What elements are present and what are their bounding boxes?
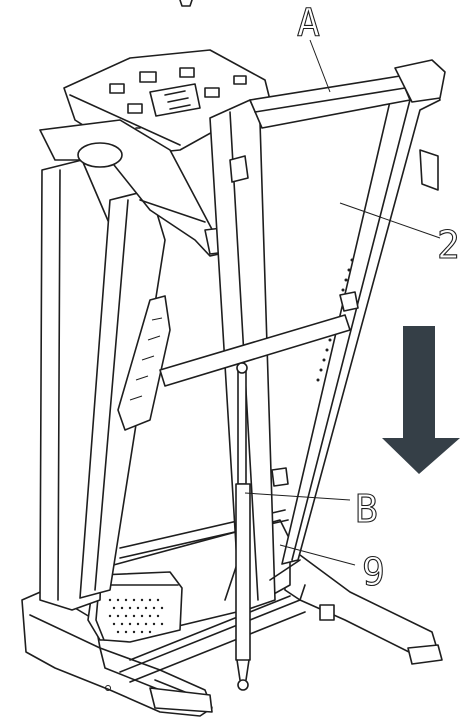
callout-9-label: 9 bbox=[362, 550, 385, 594]
callout-2-label: 2 bbox=[437, 223, 460, 267]
handrail-grip-left bbox=[117, 295, 171, 431]
callout-b-label: B bbox=[355, 487, 378, 531]
motor-vent-grill bbox=[108, 598, 164, 634]
top-fragment bbox=[179, 0, 193, 7]
arrow-down-icon bbox=[382, 326, 460, 474]
folded-deck bbox=[159, 59, 446, 613]
console-keypads bbox=[109, 67, 247, 114]
base-frame bbox=[21, 554, 443, 717]
callout-leaders bbox=[244, 39, 441, 566]
gas-strut bbox=[235, 362, 251, 691]
deck-rail-holes bbox=[316, 258, 354, 382]
callout-a-label: A bbox=[297, 1, 320, 45]
